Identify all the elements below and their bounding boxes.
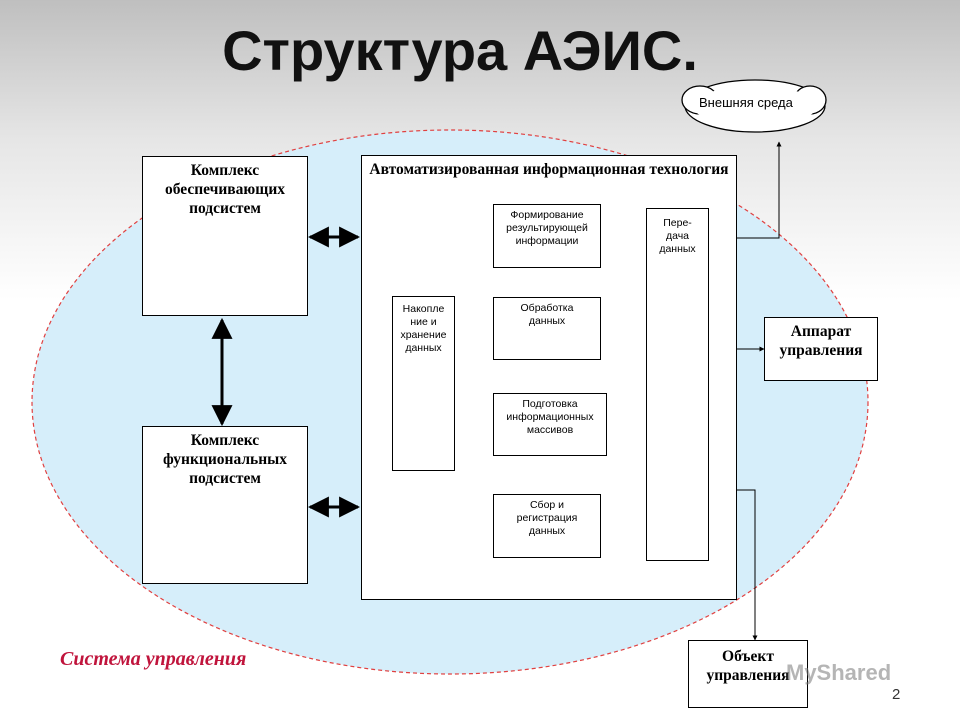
- control-system-label: Система управления: [60, 648, 247, 670]
- management-apparatus-box: Аппарат управления: [764, 317, 878, 381]
- data-processing-box: Обработка данных: [493, 297, 601, 360]
- slide-title: Структура АЭИС.: [222, 19, 698, 82]
- page-number: 2: [892, 686, 901, 703]
- managed-object-box: Объект управления: [688, 640, 808, 708]
- data-accumulation-box: Накопле ние и хранение данных: [392, 296, 455, 471]
- watermark: MyShared: [786, 660, 892, 685]
- data-transfer-box: Пере- дача данных: [646, 208, 709, 561]
- support-subsystems-box: Комплекс обеспечивающих подсистем: [142, 156, 308, 316]
- ait-title: Автоматизированная информационная технол…: [369, 161, 729, 178]
- functional-subsystems-box: Комплекс функциональных подсистем: [142, 426, 308, 584]
- forming-result-info-box: Формирование результирующей информации: [493, 204, 601, 268]
- external-environment-cloud: [681, 79, 827, 133]
- external-environment-label: Внешняя среда: [699, 95, 793, 110]
- data-collection-box: Сбор и регистрация данных: [493, 494, 601, 558]
- info-arrays-preparation-box: Подготовка информационных массивов: [493, 393, 607, 456]
